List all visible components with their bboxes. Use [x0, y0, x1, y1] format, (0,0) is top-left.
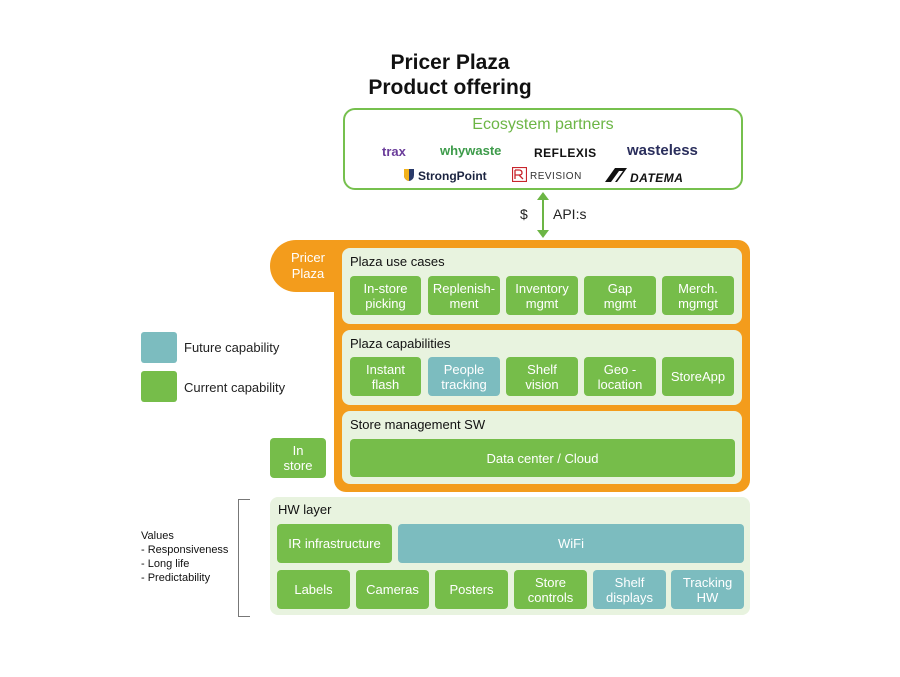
values-bracket — [238, 499, 250, 617]
legend-future-swatch — [141, 332, 177, 363]
partner-logo-revision: REVISION — [530, 171, 582, 182]
values-list: Values - Responsiveness - Long life - Pr… — [141, 529, 228, 585]
partner-logo-datema: DATEMA — [630, 171, 684, 185]
pricer-plaza-label: Pricer Plaza — [291, 250, 325, 281]
partner-logo-reflexis: REFLEXIS — [534, 146, 597, 160]
use-case-merch-mgmt: Merch.mgmgt — [662, 276, 734, 315]
hw-ir-infrastructure: IR infrastructure — [277, 524, 392, 563]
partner-logo-strongpoint: StrongPoint — [418, 169, 487, 183]
value-item: - Responsiveness — [141, 544, 229, 556]
legend-current-label: Current capability — [184, 380, 286, 395]
arrow-down-icon — [537, 230, 549, 238]
data-center-cloud: Data center / Cloud — [350, 439, 735, 477]
api-dollar-label: $ — [520, 206, 528, 222]
api-label: API:s — [553, 206, 587, 222]
value-item: - Predictability — [141, 572, 211, 584]
capability-storeapp: StoreApp — [662, 357, 734, 396]
pricer-plaza-tab — [270, 240, 346, 292]
use-case-replenishment: Replenish-ment — [428, 276, 500, 315]
hw-cameras: Cameras — [356, 570, 429, 609]
diagram-title-line1: Pricer Plaza — [390, 51, 510, 74]
partner-logo-wasteless: wasteless — [627, 142, 698, 159]
hw-labels: Labels — [277, 570, 350, 609]
legend-future-label: Future capability — [184, 340, 280, 355]
hw-wifi: WiFi — [398, 524, 744, 563]
partner-logo-whywaste: whywaste — [440, 143, 502, 158]
hw-layer-title: HW layer — [278, 502, 332, 517]
values-heading: Values — [141, 530, 174, 542]
ecosystem-partners-title: Ecosystem partners — [472, 116, 614, 133]
revision-logo-icon — [512, 167, 527, 182]
diagram-title-line2: Product offering — [368, 76, 532, 99]
plaza-use-cases-title: Plaza use cases — [350, 254, 445, 269]
hw-posters: Posters — [435, 570, 508, 609]
capability-geo-location: Geo -location — [584, 357, 656, 396]
datema-logo-icon — [605, 168, 627, 182]
store-management-title: Store management SW — [350, 417, 486, 432]
plaza-capabilities-title: Plaza capabilities — [350, 336, 451, 351]
api-connector-line — [542, 196, 544, 232]
value-item: - Long life — [141, 558, 190, 570]
legend-current-swatch — [141, 371, 177, 402]
partner-logo-trax: trax — [382, 144, 406, 159]
strongpoint-shield-icon — [404, 169, 414, 181]
